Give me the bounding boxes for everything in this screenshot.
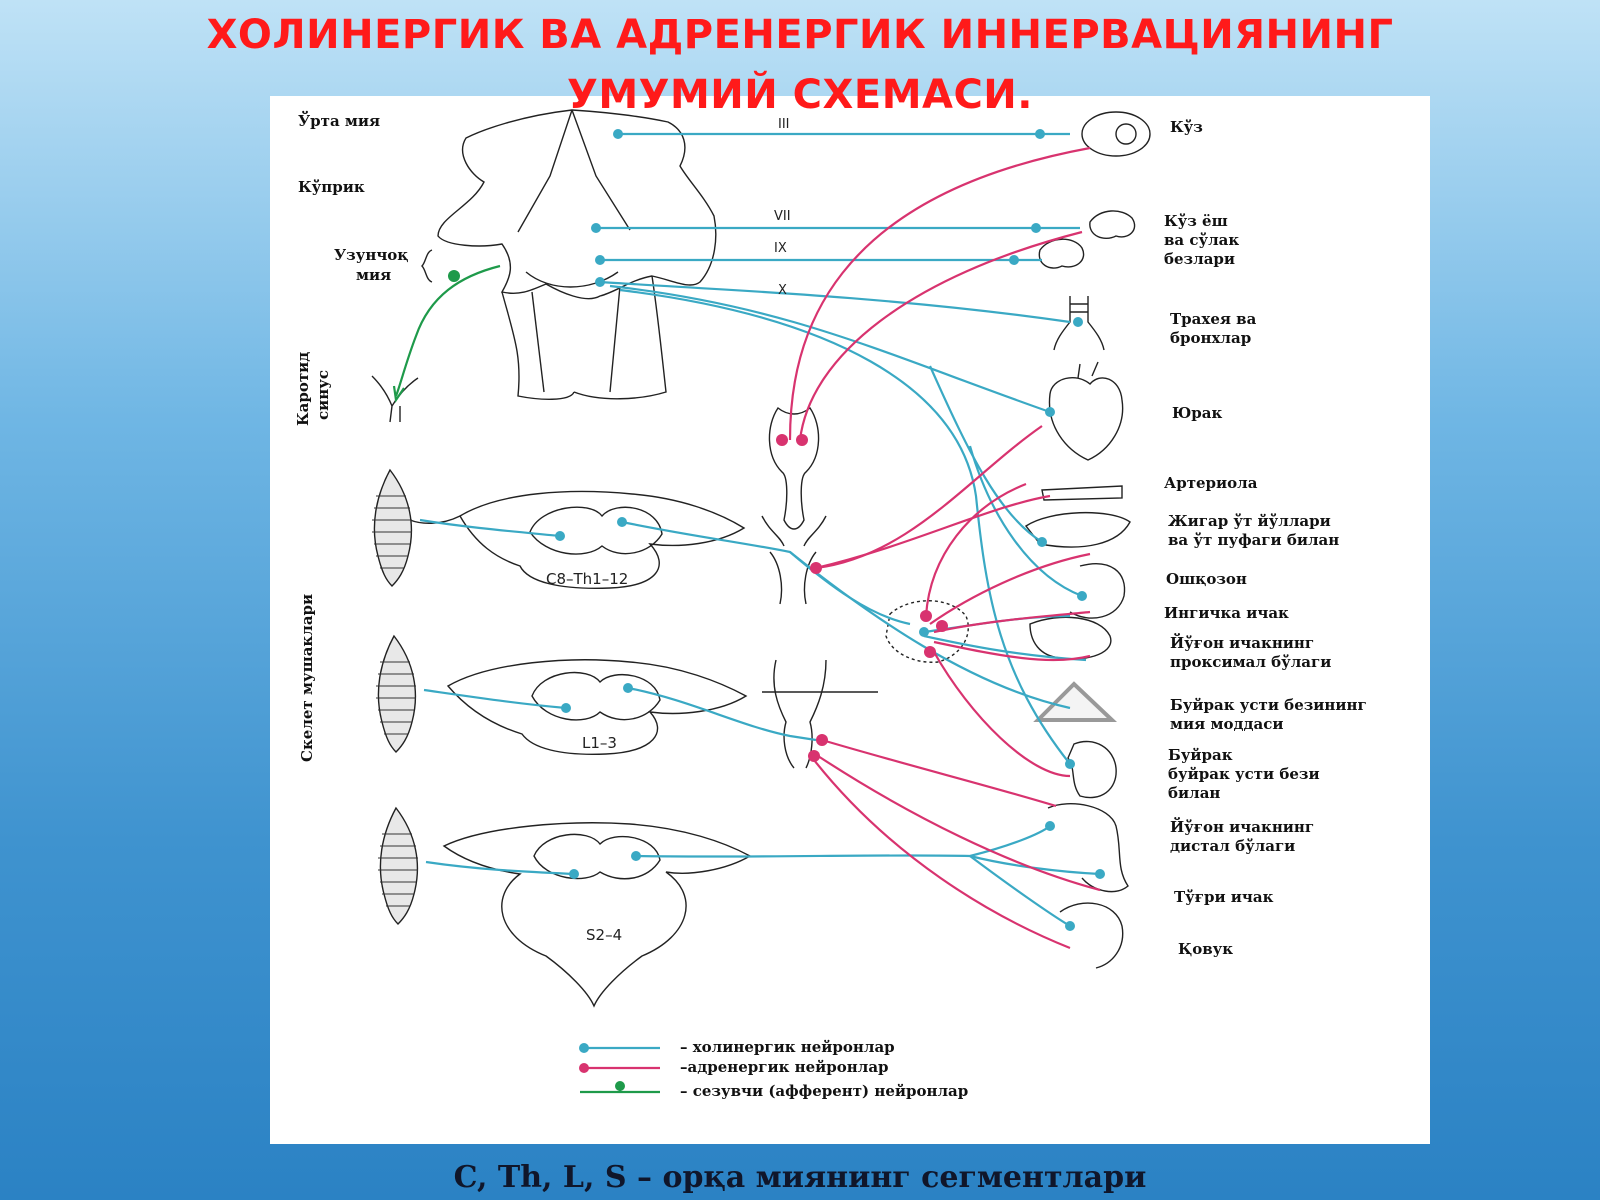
label-adrenal-medulla-2: мия моддаси <box>1170 715 1283 733</box>
label-kidney-3: билан <box>1168 784 1220 802</box>
label-stomach: Ошқозон <box>1166 570 1247 588</box>
caption: C, Th, L, S – орқа миянинг сегментлари <box>453 1160 1147 1195</box>
arteriole-shape <box>1041 485 1123 501</box>
distal-colon-shape <box>1047 802 1129 893</box>
spinal-section-cth <box>409 490 746 589</box>
spinal-section-l <box>446 659 748 756</box>
page-title-line-2: УМУМИЙ СХЕМАСИ. <box>567 72 1033 118</box>
bladder-shape <box>1059 902 1124 969</box>
eye-shape <box>1081 111 1151 157</box>
legend-afferent: – сезувчи (афферент) нейронлар <box>680 1082 968 1100</box>
liver-shape <box>1024 511 1131 548</box>
label-carotid-1: Каротид <box>294 352 312 426</box>
label-glands-2: ва сўлак <box>1164 231 1239 249</box>
label-pons: Кўприк <box>298 178 365 196</box>
label-glands-3: безлари <box>1164 250 1235 268</box>
label-trachea-2: бронхлар <box>1170 329 1251 347</box>
skeletal-muscle-3 <box>378 806 419 925</box>
trachea-shape <box>1053 296 1105 351</box>
skeletal-muscle-1 <box>372 468 413 587</box>
label-eye: Кўз <box>1170 118 1203 136</box>
label-midbrain: Ўрта мия <box>298 111 380 130</box>
nerve-label-X: X <box>778 283 787 298</box>
intestine-shape <box>1029 616 1112 660</box>
celiac-ganglion <box>885 600 969 663</box>
label-adrenal-medulla-1: Буйрак усти безининг <box>1170 696 1367 714</box>
label-colon-distal-2: дистал бўлаги <box>1170 837 1295 855</box>
label-colon-proximal-1: Йўғон ичакнинг <box>1170 633 1314 652</box>
segment-label-cth: C8–Th1–12 <box>546 570 628 588</box>
brainstem-outline <box>437 109 717 400</box>
glands-shape <box>1038 210 1136 269</box>
label-heart: Юрак <box>1172 404 1223 422</box>
segment-label-s: S2–4 <box>586 926 622 944</box>
label-colon-proximal-2: проксимал бўлаги <box>1170 653 1331 671</box>
nerve-label-IX: IX <box>774 241 787 256</box>
stomach-shape <box>1069 563 1126 619</box>
label-medulla-2: мия <box>356 266 391 284</box>
adrenal-medulla-shape <box>1033 681 1118 722</box>
heart-shape <box>1048 361 1124 461</box>
page-title-line-1: ХОЛИНЕРГИК ВА АДРЕНЕРГИК ИННЕРВАЦИЯНИНГ <box>206 12 1394 58</box>
spinal-section-s <box>442 822 752 1008</box>
skeletal-muscle-2 <box>376 634 417 753</box>
sympathetic-ganglion-upper <box>761 406 827 605</box>
label-small-intestine: Ингичка ичак <box>1164 604 1289 622</box>
label-rectum: Тўғри ичак <box>1174 888 1274 906</box>
legend-cholinergic: – холинергик нейронлар <box>680 1038 895 1056</box>
cholinergic-pathways <box>419 129 1105 931</box>
legend: – холинергик нейронлар –адренергик нейро… <box>579 1038 968 1100</box>
medulla-brace <box>421 249 433 283</box>
label-kidney-1: Буйрак <box>1168 746 1233 764</box>
label-skeletal-muscles: Скелет мушаклари <box>298 594 316 762</box>
afferent-pathway <box>392 264 501 404</box>
nerve-label-VII: VII <box>774 209 791 224</box>
label-kidney-2: буйрак усти бези <box>1168 765 1320 783</box>
nerve-label-III: III <box>778 117 790 132</box>
label-bladder: Қовук <box>1178 940 1233 958</box>
carotid-sinus-shape <box>371 375 419 423</box>
label-arteriole: Артериола <box>1164 474 1258 492</box>
label-medulla-1: Узунчоқ <box>334 246 408 264</box>
adrenergic-pathways <box>776 146 1101 950</box>
kidney-shape <box>1067 740 1117 799</box>
diagram-panel: Ўрта мия Кўприк Узунчоқ мия Каротид сину… <box>270 96 1430 1144</box>
legend-adrenergic: –адренергик нейронлар <box>680 1058 889 1076</box>
innervation-diagram: Ўрта мия Кўприк Узунчоқ мия Каротид сину… <box>294 109 1367 1100</box>
label-colon-distal-1: Йўғон ичакнинг <box>1170 817 1314 836</box>
label-carotid-2: синус <box>314 370 332 420</box>
label-glands-1: Кўз ёш <box>1164 212 1228 230</box>
label-liver-2: ва ўт пуфаги билан <box>1168 531 1339 549</box>
segment-label-l: L1–3 <box>582 734 617 752</box>
label-trachea-1: Трахея ва <box>1170 310 1257 328</box>
label-liver-1: Жигар ўт йўллари <box>1168 512 1331 530</box>
